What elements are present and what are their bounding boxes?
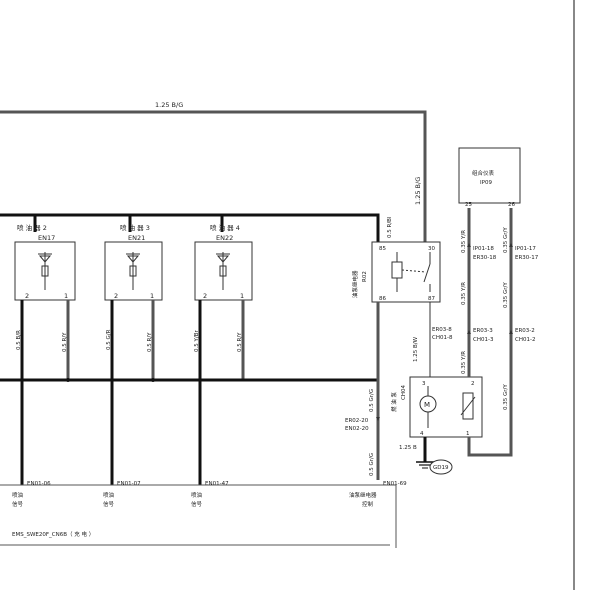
pump-pin2: 2 (471, 381, 475, 387)
injector-2-title: 喷 油 器 2 (17, 223, 47, 232)
injector-3-pin1: 1 (150, 292, 154, 300)
ecu-pump-control-a: 油泵继电器 (349, 491, 377, 499)
ecu-pump-control-b: 控制 (362, 500, 374, 508)
injector-3: 喷 油 器 3 EN21 2 1 (104, 223, 163, 301)
injector-4-title: 喷 油 器 4 (210, 223, 240, 232)
wire-cluster-yr-label-2: 0.35 Y/R (461, 282, 467, 305)
cluster-code: IP09 (480, 180, 492, 186)
inj2-supply-label: 0.5 R/Y (62, 332, 68, 352)
conn-er30-17: ER30-17 (515, 255, 539, 261)
wire-cluster-gry-label-2: 0.35 Gr/Y (503, 282, 509, 308)
conn-ch01-2: CH01-2 (515, 337, 535, 343)
ecu-outline (0, 484, 397, 548)
injector-3-title: 喷 油 器 3 (120, 223, 150, 232)
pump-pin3: 3 (422, 381, 426, 387)
injector-2: 喷 油 器 2 EN17 2 1 (14, 223, 76, 301)
inj3-signal-label: 0.5 G/R (106, 329, 112, 350)
ecu-signal-3-a: 喷油 (191, 491, 203, 499)
conn-er03-2: ER03-2 (515, 328, 535, 334)
relay-pin30: 30 (428, 246, 435, 252)
conn-en02-20: EN02-20 (345, 426, 369, 432)
conn-en01-06: EN01-06 (27, 481, 51, 487)
wire-relay-feed-label: 1.25 B/G (414, 177, 422, 205)
ecu-signal-2-a: 喷油 (103, 491, 115, 499)
ground-badge (429, 459, 453, 475)
injector-4-pin1: 1 (240, 292, 244, 300)
conn-ip01-18: IP01-18 (473, 246, 494, 252)
wire-pump-feed-label: 1.25 B/W (413, 336, 419, 362)
relay-pin86: 86 (379, 296, 386, 302)
injector-2-pin1: 1 (64, 292, 68, 300)
ground-code: GD19 (433, 465, 449, 471)
conn-er02-20: ER02-20 (345, 418, 369, 424)
cluster-pin26: 26 (508, 202, 515, 208)
wire-top-power (0, 110, 427, 242)
injector-3-pin2: 2 (114, 292, 118, 300)
relay-pin87: 87 (428, 296, 435, 302)
inj2-signal-label: 0.5 B/R (16, 330, 22, 350)
conn-en01-47: EN01-47 (205, 481, 229, 487)
wire-cluster-yr-label-3: 0.35 Y/R (461, 351, 467, 374)
relay-control-label-b: 0.5 Gr/G (369, 453, 375, 476)
ecu-signal-1-b: 信号 (12, 500, 24, 508)
ecu-module-name: EMS_SWE20F_CN6B（ 充 电 ） (12, 530, 94, 538)
wire-harness-bus (0, 213, 380, 242)
inj4-supply-label: 0.5 R/Y (237, 332, 243, 352)
wire-cluster-yr-label-1: 0.35 Y/R (461, 230, 467, 253)
pump-pin4: 4 (420, 431, 424, 437)
conn-er03-3: ER03-3 (473, 328, 493, 334)
inj3-supply-label: 0.5 R/Y (147, 332, 153, 352)
relay-name: 油泵继电器 (351, 270, 359, 298)
instrument-cluster: 组合仪表 IP09 25 26 (458, 147, 521, 208)
fuel-pump-relay: 85 30 86 87 油泵继电器 R02 (351, 241, 441, 303)
relay-control-label-a: 0.5 Gr/G (369, 389, 375, 412)
wire-cluster-gry-label-1: 0.35 Gr/Y (503, 227, 509, 253)
relay-code: R02 (362, 271, 368, 282)
injector-3-code: EN21 (128, 234, 145, 242)
pump-motor-label: M (424, 401, 430, 409)
injector-4: 喷 油 器 4 EN22 2 1 (194, 223, 253, 301)
conn-en01-07: EN01-07 (117, 481, 141, 487)
fuel-pump: 3 2 4 1 M 燃 油 泵 CH04 (390, 376, 483, 438)
cluster-pin25: 25 (465, 202, 472, 208)
injector-4-code: EN22 (216, 234, 233, 242)
injector-2-code: EN17 (38, 234, 55, 242)
ecu-signal-2-b: 信号 (103, 500, 115, 508)
injector-2-pin2: 2 (25, 292, 29, 300)
wire-top-power-label: 1.25 B/G (155, 101, 183, 109)
pump-code: CH04 (401, 385, 407, 400)
ecu-signal-3-b: 信号 (191, 500, 203, 508)
conn-ip01-17: IP01-17 (515, 246, 536, 252)
conn-en01-69: EN01-69 (383, 481, 407, 487)
injector-4-pin2: 2 (203, 292, 207, 300)
inj4-signal-label: 0.5 Y/Br (194, 330, 200, 352)
pump-name: 燃 油 泵 (390, 392, 398, 412)
conn-ch01-3: CH01-3 (473, 337, 494, 343)
wire-relay-top-label: 0.5 R/Bl (387, 216, 393, 238)
conn-ch01-8: CH01-8 (432, 335, 453, 341)
cluster-name: 组合仪表 (472, 169, 495, 177)
conn-er03-8: ER03-8 (432, 327, 452, 333)
pump-pin1: 1 (466, 431, 470, 437)
relay-pin85: 85 (379, 246, 386, 252)
wire-cluster-gry-label-3: 0.35 Gr/Y (503, 384, 509, 410)
wire-pump-ground-label: 1.25 B (399, 445, 417, 451)
ecu-signal-1-a: 喷油 (12, 491, 24, 499)
conn-er30-18: ER30-18 (473, 255, 497, 261)
